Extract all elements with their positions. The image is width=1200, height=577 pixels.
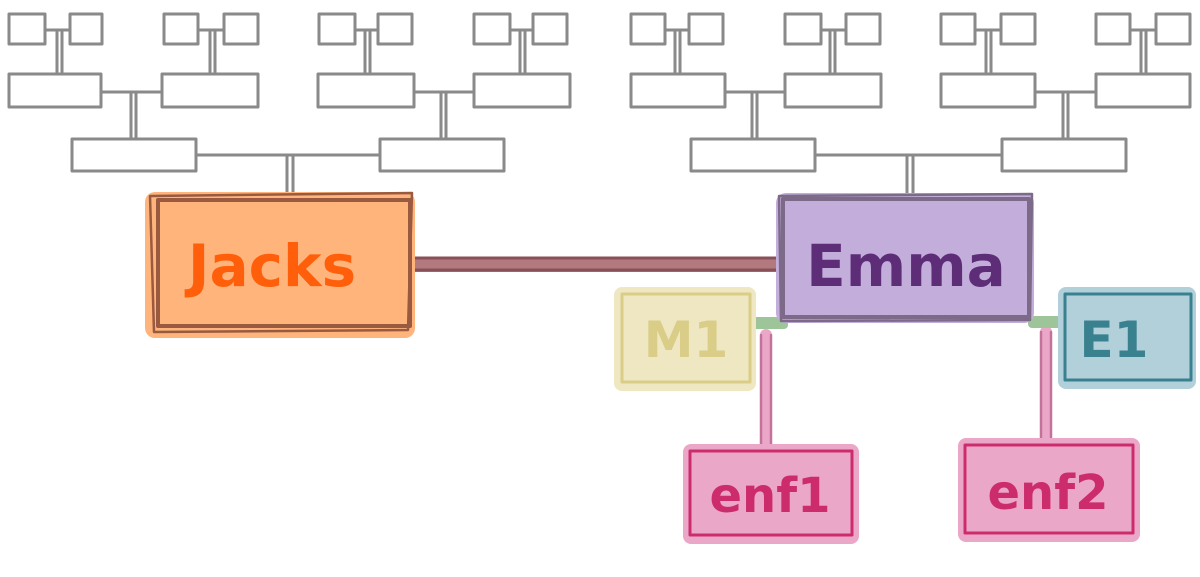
node-jacks[interactable]: Jacks: [145, 191, 415, 338]
ancestor-box: [1094, 72, 1192, 109]
node-enf2[interactable]: enf2: [958, 438, 1140, 542]
ancestor-box: [629, 12, 667, 46]
ancestor-box: [316, 72, 416, 109]
ancestor-box: [160, 72, 260, 109]
ancestor-box: [1000, 137, 1128, 173]
node-label-enf1: enf1: [709, 468, 830, 524]
ancestor-box: [68, 12, 104, 46]
node-label-enf2: enf2: [987, 465, 1108, 521]
node-label-emma: Emma: [806, 232, 1006, 300]
ancestor-box: [687, 12, 725, 46]
ancestor-box: [70, 137, 198, 173]
union-link-m1-emma: [748, 317, 788, 329]
child-link-enf2: [1039, 326, 1053, 451]
couple-link: [408, 256, 786, 272]
node-emma[interactable]: Emma: [776, 192, 1034, 323]
ancestor-box: [7, 12, 47, 46]
node-label-m1: M1: [644, 311, 729, 369]
child-link-enf1: [759, 329, 773, 458]
node-e1[interactable]: E1: [1058, 287, 1196, 389]
ancestor-box: [939, 72, 1037, 109]
ancestor-box: [783, 12, 823, 46]
ancestor-box: [531, 12, 569, 46]
ancestor-box: [1094, 12, 1132, 46]
ancestor-box: [7, 72, 103, 109]
union-link-emma-e1: [1028, 316, 1066, 328]
ancestor-box: [472, 12, 512, 46]
ancestor-box: [999, 12, 1037, 46]
ancestor-box: [783, 72, 883, 109]
ancestor-box: [689, 137, 817, 173]
node-enf1[interactable]: enf1: [683, 444, 859, 544]
ancestor-box: [629, 72, 727, 109]
ancestor-box: [472, 72, 572, 109]
ancestor-box: [162, 12, 200, 46]
ancestor-box: [222, 12, 260, 46]
ancestor-box: [844, 12, 882, 46]
ancestor-box: [1154, 12, 1192, 46]
ancestor-box: [317, 12, 357, 46]
ancestor-tree-left: [7, 12, 572, 197]
ancestor-box: [376, 12, 414, 46]
ancestor-box: [939, 12, 977, 46]
node-m1[interactable]: M1: [614, 287, 756, 391]
ancestor-tree-right: [629, 12, 1192, 197]
node-label-e1: E1: [1080, 311, 1149, 369]
node-label-jacks: Jacks: [184, 232, 356, 300]
ancestor-box: [378, 137, 506, 173]
